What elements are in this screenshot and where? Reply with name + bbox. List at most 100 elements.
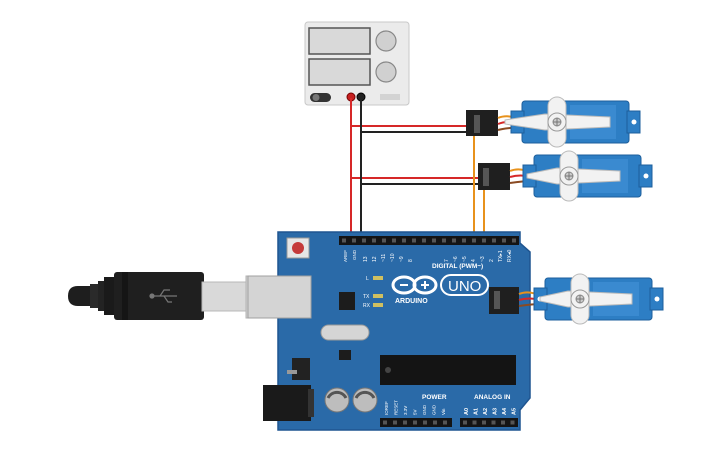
analog-pin-label: A1 [474,408,480,415]
led-l [373,276,383,280]
led-rx [373,303,383,307]
power-pin-label: 5V [413,409,418,415]
voltage-regulator [292,358,310,380]
servo-connector-3[interactable] [489,287,519,314]
digital-pin-label: 7 [444,259,450,262]
header-pin[interactable] [413,420,417,425]
power-pin-label: RESET [394,400,399,415]
label-digital: DIGITAL (PWM~) [432,263,483,270]
analog-pin-label: A0 [464,408,470,415]
header-pin[interactable] [472,420,477,425]
header-pin[interactable] [472,238,476,243]
digital-pin-label: 12 [372,256,378,262]
label-aref: AREF [343,250,348,262]
header-pin[interactable] [372,238,376,243]
label-l: L [366,276,369,282]
psu-display-bottom [308,58,371,86]
servo-2-horn[interactable] [526,150,621,202]
digital-pin-label: ~6 [453,256,459,262]
usb-connector-metal [201,281,247,312]
usb-b-jack [247,275,312,319]
power-pin-label: GND [432,404,437,415]
header-pin[interactable] [510,420,515,425]
power-pin-label: 3.3V [403,406,408,415]
header-pin[interactable] [433,420,437,425]
model-label: UNO [448,278,481,295]
header-pin[interactable] [462,238,466,243]
analog-pin-label: A3 [493,408,499,415]
label-tx: TX [363,294,370,300]
header-pin[interactable] [463,420,467,425]
digital-pin-label: 4 [471,259,477,262]
digital-pin-label: ~3 [480,256,486,262]
power-pin-label: IOREF [384,401,389,415]
digital-pin-label: ~11 [381,254,387,262]
header-pin[interactable] [452,238,456,243]
digital-pin-label: TX▸1 [498,250,504,262]
capacitors [324,387,378,413]
header-pin[interactable] [492,238,496,243]
label-rx: RX [363,303,371,309]
header-pin[interactable] [352,238,356,243]
digital-pin-label: 2 [489,259,495,262]
servo-connector-1[interactable] [466,110,498,136]
reset-button[interactable] [286,237,310,259]
digital-pin-label: RX◂0 [507,250,513,262]
label-analog: ANALOG IN [474,394,511,401]
servo-1-horn[interactable] [504,96,611,148]
power-jack [263,385,311,421]
analog-pin-label: A4 [502,407,508,415]
header-pin[interactable] [402,238,406,243]
power-supply[interactable] [304,21,410,106]
header-pin[interactable] [403,420,407,425]
label-power: POWER [422,394,447,401]
psu-display-top [308,27,371,55]
header-pin[interactable] [392,238,396,243]
model-badge [440,274,489,296]
microcontroller-chip [380,355,516,385]
psu-knob-current[interactable] [375,61,397,83]
analog-pin-label: A5 [512,408,518,415]
analog-pin-label: A2 [483,408,489,415]
header-pin[interactable] [512,238,516,243]
analog-header [460,418,518,427]
header-pin[interactable] [382,238,386,243]
header-pin[interactable] [362,238,366,243]
header-pin[interactable] [501,420,505,425]
servo-2[interactable] [522,150,653,202]
servo-1[interactable] [504,96,641,148]
psu-knob-voltage[interactable] [375,30,397,52]
digital-header [339,236,519,245]
header-pin[interactable] [423,420,427,425]
servo-3-horn[interactable] [539,273,633,325]
servo-3[interactable] [533,273,664,325]
header-pin[interactable] [443,420,447,425]
header-pin[interactable] [482,420,486,425]
header-pin[interactable] [502,238,506,243]
header-pin[interactable] [442,238,446,243]
digital-pin-label: ~10 [390,253,396,262]
header-pin[interactable] [491,420,496,425]
usb-icon [149,289,177,303]
power-pin-label: Vin [441,408,446,415]
digital-pin-label: 8 [408,259,414,262]
servo-connector-2[interactable] [478,163,510,190]
header-pin[interactable] [482,238,486,243]
label-gnd: GND [352,249,357,260]
digital-pin-label: 13 [363,256,369,262]
brand-label: ARDUINO [395,298,428,305]
header-pin[interactable] [393,420,397,425]
power-pin-label: GND [422,404,427,415]
header-pin[interactable] [432,238,436,243]
led-tx [373,294,383,298]
header-pin[interactable] [422,238,426,243]
header-pin[interactable] [383,420,387,425]
header-pin[interactable] [342,238,346,243]
digital-pin-label: ~5 [462,256,468,262]
digital-pin-label: ~9 [399,256,405,262]
header-pin[interactable] [412,238,416,243]
arduino-logo-icon [391,275,438,295]
crystal [320,324,370,341]
